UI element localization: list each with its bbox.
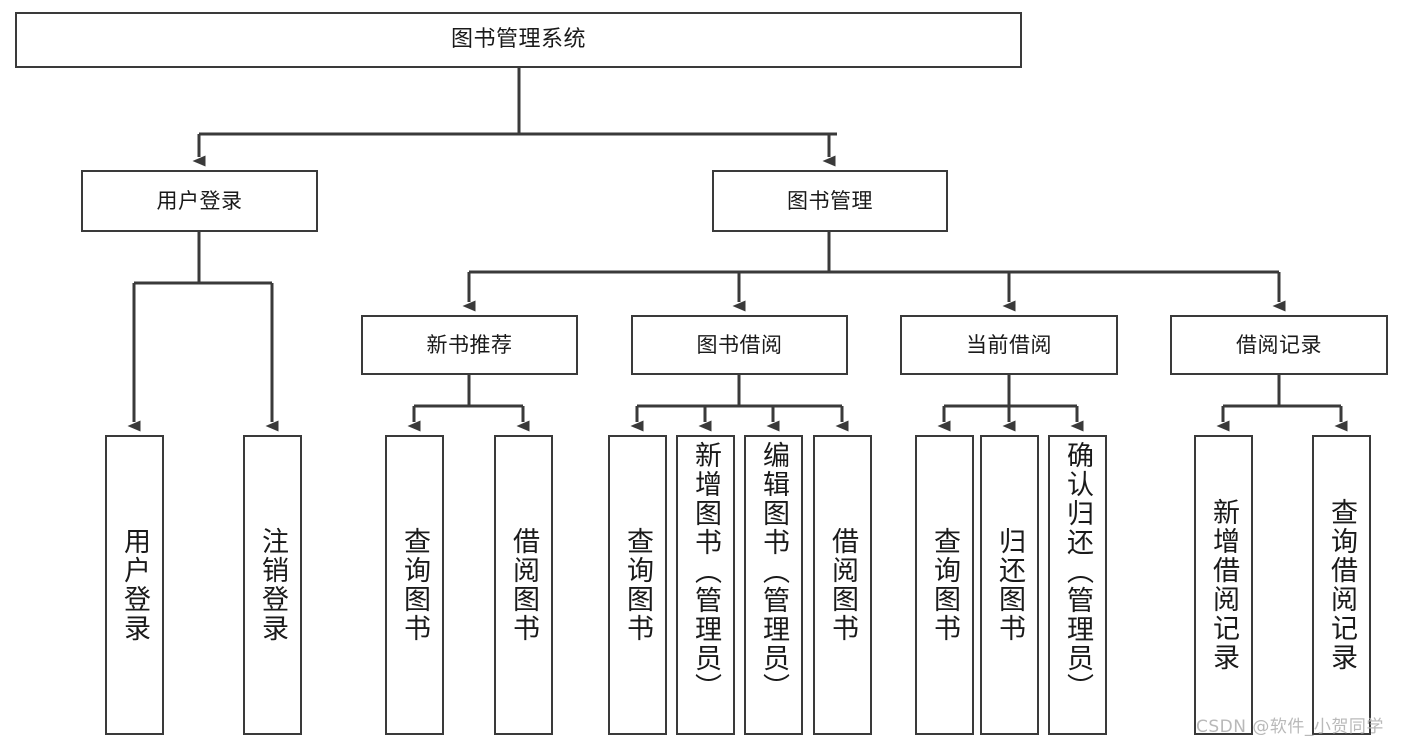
leaf-query-book-recommend[interactable]: 查询图书	[385, 435, 444, 735]
leaf-user-logout[interactable]: 注销登录	[243, 435, 302, 735]
node-label: 新增借阅记录	[1208, 498, 1239, 672]
node-user-login[interactable]: 用户登录	[81, 170, 318, 232]
leaf-query-book-borrow[interactable]: 查询图书	[608, 435, 667, 735]
leaf-edit-book-admin[interactable]: 编辑图书（管理员）	[744, 435, 803, 735]
node-label: 新书推荐	[426, 332, 513, 357]
node-label: 借阅图书	[508, 527, 539, 643]
node-label: 新增图书（管理员）	[690, 441, 721, 702]
node-current-borrow[interactable]: 当前借阅	[900, 315, 1118, 375]
node-label: 查询借阅记录	[1326, 498, 1357, 672]
node-label: 图书管理系统	[450, 27, 586, 53]
leaf-query-book-current[interactable]: 查询图书	[915, 435, 974, 735]
leaf-add-book-admin[interactable]: 新增图书（管理员）	[676, 435, 735, 735]
node-label: 用户登录	[119, 527, 150, 643]
leaf-return-book[interactable]: 归还图书	[980, 435, 1039, 735]
node-book-borrow[interactable]: 图书借阅	[631, 315, 848, 375]
leaf-add-borrow-record[interactable]: 新增借阅记录	[1194, 435, 1253, 735]
node-label: 用户登录	[156, 188, 243, 213]
node-label: 注销登录	[257, 527, 288, 643]
node-label: 查询图书	[622, 527, 653, 643]
leaf-user-login[interactable]: 用户登录	[105, 435, 164, 735]
node-label: 查询图书	[399, 527, 430, 643]
node-label: 借阅记录	[1236, 332, 1322, 357]
node-label: 借阅图书	[827, 527, 858, 643]
node-borrow-records[interactable]: 借阅记录	[1170, 315, 1388, 375]
node-label: 查询图书	[929, 527, 960, 643]
node-label: 确认归还（管理员）	[1062, 441, 1093, 702]
node-label: 编辑图书（管理员）	[758, 441, 789, 702]
node-book-management[interactable]: 图书管理	[712, 170, 948, 232]
leaf-borrow-book-recommend[interactable]: 借阅图书	[494, 435, 553, 735]
node-label: 图书借阅	[696, 332, 783, 357]
node-root-system[interactable]: 图书管理系统	[15, 12, 1022, 68]
leaf-borrow-book[interactable]: 借阅图书	[813, 435, 872, 735]
node-label: 图书管理	[787, 188, 873, 213]
node-label: 当前借阅	[966, 332, 1052, 357]
leaf-query-borrow-record[interactable]: 查询借阅记录	[1312, 435, 1371, 735]
node-label: 归还图书	[994, 527, 1025, 643]
node-new-book-recommend[interactable]: 新书推荐	[361, 315, 578, 375]
leaf-confirm-return-admin[interactable]: 确认归还（管理员）	[1048, 435, 1107, 735]
